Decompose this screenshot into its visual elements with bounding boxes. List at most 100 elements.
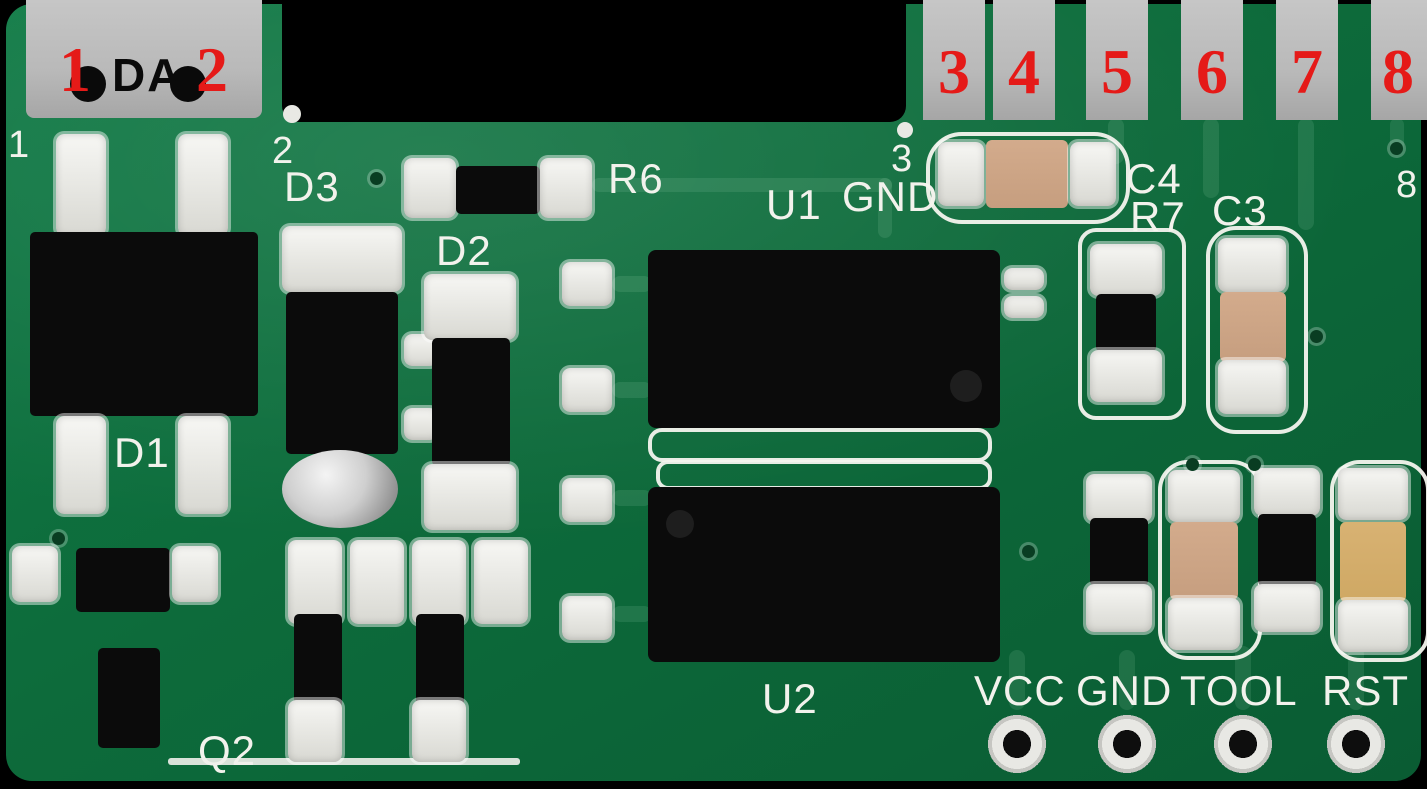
c3-pad	[1218, 360, 1286, 414]
r6-body	[456, 166, 540, 214]
d1-body	[30, 232, 258, 416]
da-pad-label: DA	[112, 49, 183, 101]
q2-pad	[12, 546, 58, 602]
pin-5-annotation: 5	[1101, 36, 1133, 107]
ic-pad	[562, 368, 612, 412]
copper-trace	[1009, 650, 1025, 710]
gnd-label: GND	[1076, 667, 1173, 714]
ic-pad	[562, 478, 612, 522]
u1-pad	[1004, 296, 1044, 318]
c3-label: C3	[1212, 187, 1268, 234]
d1-pad	[56, 416, 106, 514]
u2-body	[648, 487, 1000, 662]
tool-pad-hole	[1213, 714, 1273, 774]
edge-pad-7	[1276, 0, 1338, 120]
q2-tab	[98, 648, 160, 748]
u2-pin1-dot	[666, 510, 694, 538]
d3-label: D3	[284, 163, 340, 210]
c4-label: C4	[1126, 155, 1182, 202]
silk-hole-dot	[283, 105, 301, 123]
d1-pad	[178, 134, 228, 236]
r7-body	[1096, 294, 1156, 352]
rst-pad-hole	[1326, 714, 1386, 774]
edge-pad-1-2	[26, 0, 262, 118]
d2-pad	[424, 274, 516, 340]
copper-trace	[612, 382, 652, 398]
smd-pad	[350, 540, 404, 624]
smd-pad	[412, 700, 466, 762]
r6-pad	[540, 158, 592, 218]
gnd-pad-hole	[1097, 714, 1157, 774]
via	[1022, 545, 1035, 558]
d3-thermal-pad	[282, 226, 402, 292]
pin-4-annotation: 4	[1008, 36, 1040, 107]
vcc-label: VCC	[974, 667, 1066, 714]
r7-silkscreen-outline	[1078, 228, 1186, 420]
cap-body	[1340, 522, 1406, 602]
cap-pad	[1338, 600, 1408, 652]
vcc-pad-hole	[987, 714, 1047, 774]
pin-3-annotation: 3	[938, 36, 970, 107]
copper-trace	[878, 178, 892, 238]
copper-trace	[1203, 118, 1219, 198]
silk-pin-2: 2	[272, 130, 294, 172]
d1-pad	[178, 416, 228, 514]
copper-trace	[612, 606, 652, 622]
smd-pad	[412, 540, 466, 624]
smd-body	[294, 614, 342, 708]
edge-pad-3	[923, 0, 985, 120]
smd-pad	[1254, 468, 1320, 516]
u1-body	[648, 250, 1000, 428]
d2-label: D2	[436, 227, 492, 274]
pin-1-annotation: 1	[59, 34, 91, 105]
board-top-notch	[282, 0, 906, 122]
c4-pad	[938, 142, 984, 206]
pin-6-annotation: 6	[1196, 36, 1228, 107]
ic-pad	[562, 596, 612, 640]
smd-pad	[1254, 584, 1320, 632]
u1-pin1-dot	[950, 370, 982, 402]
edge-pad-8	[1371, 0, 1427, 120]
via	[52, 532, 65, 545]
silk-hole-dot	[897, 122, 913, 138]
gnd-top-label: GND	[842, 173, 939, 220]
via	[1186, 458, 1199, 471]
smd-pad	[474, 540, 528, 624]
silkscreen-line	[168, 758, 520, 765]
silk-pin-8: 8	[1396, 164, 1418, 206]
copper-trace	[1298, 118, 1314, 230]
copper-trace	[612, 276, 652, 292]
silk-pin-1: 1	[8, 124, 30, 166]
smd-pad	[1086, 474, 1152, 522]
pin-2-annotation: 2	[196, 34, 228, 105]
copper-trace	[612, 490, 652, 506]
pin-7-annotation: 7	[1291, 36, 1323, 107]
via	[1390, 142, 1403, 155]
u2-silkscreen-outline	[656, 460, 992, 490]
via	[370, 172, 383, 185]
smd-pad	[288, 700, 342, 762]
ic-pad	[562, 262, 612, 306]
u2-label: U2	[762, 675, 818, 722]
c4-silkscreen-outline	[926, 132, 1130, 224]
copper-trace	[1119, 650, 1135, 710]
copper-trace	[1348, 646, 1364, 710]
edge-pad-6	[1181, 0, 1243, 120]
c4-body	[986, 140, 1068, 208]
d2-pad	[424, 464, 516, 530]
q2-pad	[172, 546, 218, 602]
rst-label: RST	[1322, 667, 1409, 714]
q2-label: Q2	[198, 727, 257, 774]
r7-pad	[1090, 350, 1162, 402]
d1-pad	[56, 134, 106, 236]
pin-1-hole	[70, 66, 106, 102]
smd-body	[1090, 518, 1148, 586]
tool-label: TOOL	[1180, 667, 1298, 714]
u1-pad	[1004, 268, 1044, 290]
cap-pad	[1168, 470, 1240, 522]
d2-body	[432, 338, 510, 466]
smd-pad	[288, 540, 342, 624]
pin-8-annotation: 8	[1382, 36, 1414, 107]
c3-pad	[1218, 238, 1286, 292]
